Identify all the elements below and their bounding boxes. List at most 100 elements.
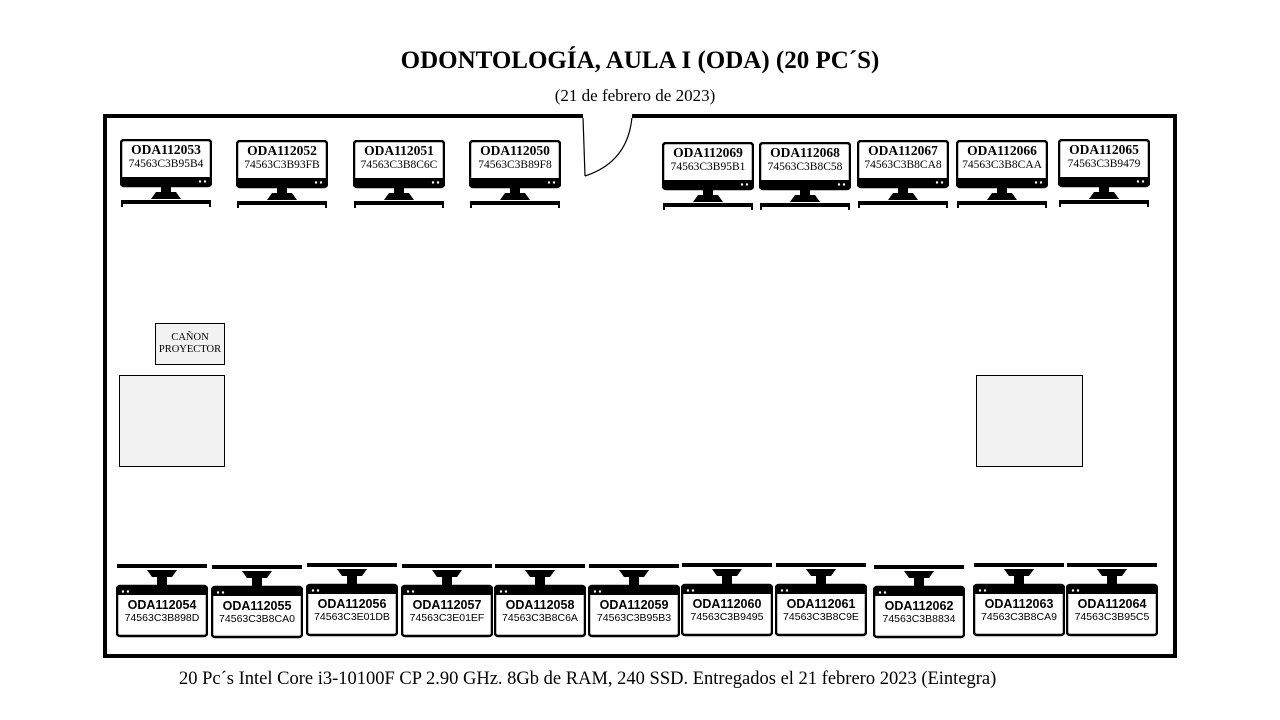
computer-name: ODA112066	[967, 143, 1037, 158]
computer-mac: 74563C3E01EF	[409, 611, 485, 624]
computer-name: ODA112057	[412, 598, 482, 612]
desktop-computer-icon	[494, 564, 586, 638]
computer-mac: 74563C3B9479	[1067, 157, 1141, 170]
page-date: (21 de febrero de 2023)	[554, 86, 716, 105]
computer-mac: 74563C3B89F8	[478, 158, 552, 171]
footer-specs: 20 Pc´s Intel Core i3-10100F CP 2.90 GHz…	[179, 669, 997, 689]
computer-name: ODA112050	[480, 143, 550, 158]
computer-name: ODA112051	[364, 143, 434, 158]
desktop-computer-icon	[1058, 139, 1150, 207]
computer-name: ODA112053	[131, 142, 201, 157]
computer-name: ODA112061	[786, 597, 856, 611]
table-left	[119, 375, 225, 467]
desktop-computer-icon	[236, 140, 328, 208]
computer-mac: 74563C3B95B1	[670, 160, 746, 173]
desktop-computer-icon	[681, 563, 773, 637]
desktop-computer-icon	[1066, 563, 1158, 637]
desktop-computer-icon	[759, 142, 851, 210]
computer-name: ODA112064	[1077, 597, 1147, 611]
computer-mac: 74563C3B898D	[124, 611, 200, 624]
projector-label-line2: PROYECTOR	[158, 344, 222, 355]
desktop-computer-icon	[973, 563, 1065, 637]
computer-mac: 74563C3B8C6C	[360, 158, 438, 171]
computer-mac: 74563C3B8CAA	[962, 158, 1042, 171]
computer-mac: 74563C3B95C5	[1074, 610, 1150, 623]
computer-mac: 74563C3B8834	[882, 612, 956, 625]
computer-mac: 74563C3B8CA9	[981, 610, 1057, 623]
computer-name: ODA112067	[868, 143, 938, 158]
computer-mac: 74563C3B8CA0	[219, 612, 295, 625]
computer-mac: 74563C3B8C9E	[783, 610, 859, 623]
computer-mac: 74563C3B93FB	[244, 158, 320, 171]
projector-label: CAÑON PROYECTOR	[155, 323, 225, 365]
computer-name: ODA112058	[505, 598, 575, 612]
desktop-computer-icon	[588, 564, 680, 638]
desktop-computer-icon	[873, 565, 965, 639]
computer-mac: 74563C3B8C58	[767, 160, 843, 173]
computer-name: ODA112065	[1069, 142, 1139, 157]
desktop-computer-icon	[469, 140, 561, 208]
computer-name: ODA112062	[884, 599, 954, 613]
computer-name: ODA112069	[673, 145, 743, 160]
computer-name: ODA112060	[692, 597, 762, 611]
computer-name: ODA112056	[317, 597, 387, 611]
desktop-computer-icon	[306, 563, 398, 637]
classroom-floor-plan	[103, 114, 1177, 658]
desktop-computer-icon	[211, 565, 303, 639]
page-title: ODONTOLOGÍA, AULA I (ODA) (20 PC´S)	[400, 47, 880, 74]
projector-label-line1: CAÑON	[171, 331, 209, 343]
computer-name: ODA112059	[599, 598, 669, 612]
computer-name: ODA112063	[984, 597, 1054, 611]
desktop-computer-icon	[401, 564, 493, 638]
desktop-computer-icon	[120, 139, 212, 207]
desktop-computer-icon	[956, 140, 1048, 208]
computer-name: ODA112054	[127, 598, 197, 612]
desktop-computer-icon	[116, 564, 208, 638]
desktop-computer-icon	[353, 140, 445, 208]
computer-name: ODA112068	[770, 145, 840, 160]
computer-mac: 74563C3B9495	[690, 610, 764, 623]
desktop-computer-icon	[662, 142, 754, 210]
computer-name: ODA112052	[247, 143, 317, 158]
computer-mac: 74563C3B95B3	[596, 611, 672, 624]
